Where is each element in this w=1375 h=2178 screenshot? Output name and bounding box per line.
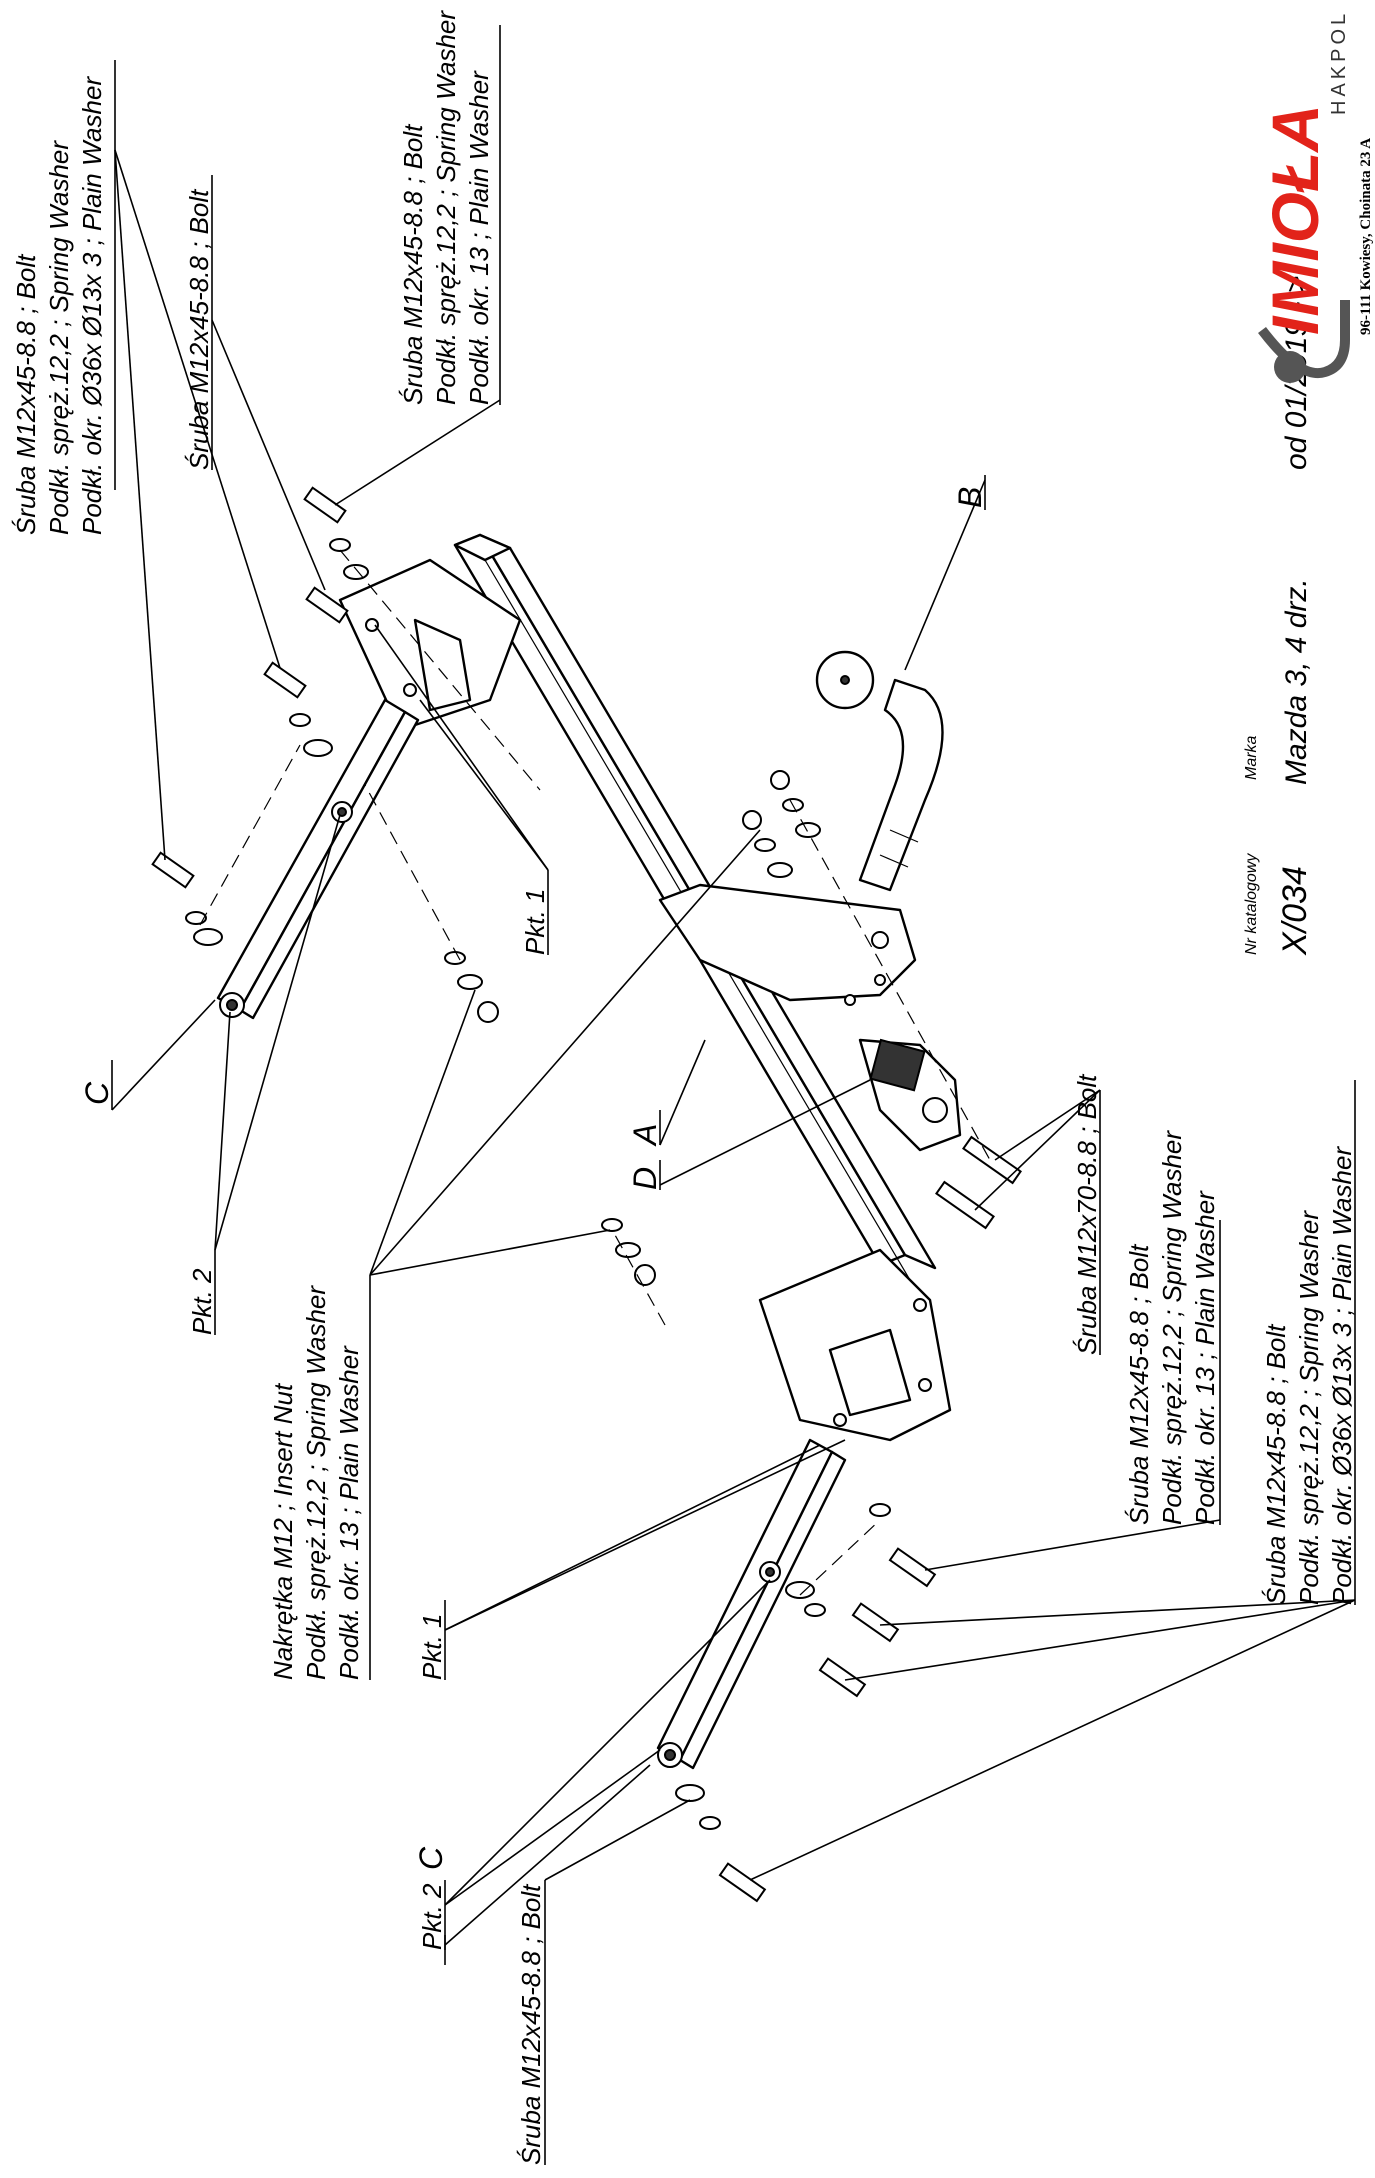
callout-line: Podkł. okr. Ø36x Ø13x 3 ; Plain Washer: [1327, 1146, 1357, 1605]
fastener-stack-insert-nuts: [444, 951, 656, 1286]
callout-bolt-m12x70: Śruba M12x70-8.8 ; Bolt: [1072, 1073, 1102, 1355]
towbar-drawing: [151, 486, 1022, 1903]
callout-line: Śruba M12x70-8.8 ; Bolt: [1072, 1073, 1102, 1355]
bracket-bottom: [758, 1248, 952, 1442]
callout-bolt-sw-pw36-bottom: Śruba M12x45-8.8 ; Bolt Podkł. spręż.12,…: [1261, 1146, 1357, 1605]
ball-mount-plate: [658, 883, 917, 1006]
callout-line: Śruba M12x45-8.8 ; Bolt: [516, 1883, 546, 2165]
part-letter-d: D: [627, 1167, 663, 1190]
callout-bolt-sw-pw13-top-right: Śruba M12x45-8.8 ; Bolt Podkł. spręż.12,…: [398, 10, 494, 405]
callout-labels: Śruba M12x45-8.8 ; Bolt Podkł. spręż.12,…: [11, 10, 1357, 2165]
callout-bolt-sw-pw13-bottom: Śruba M12x45-8.8 ; Bolt Podkł. spręż.12,…: [1124, 1130, 1220, 1525]
callout-line: Podkł. okr. 13 ; Plain Washer: [334, 1345, 364, 1680]
callout-bolt-only-top: Śruba M12x45-8.8 ; Bolt: [184, 188, 214, 470]
catalog-number: X/034: [1276, 866, 1314, 956]
callout-bolt-sw-pw36-top: Śruba M12x45-8.8 ; Bolt Podkł. spręż.12,…: [11, 76, 107, 535]
callout-line: Śruba M12x45-8.8 ; Bolt: [11, 253, 41, 535]
logo-wordmark: IMIOŁA: [1258, 104, 1332, 335]
callout-bolt-only-bottom: Śruba M12x45-8.8 ; Bolt: [516, 1883, 546, 2165]
bracket-top: [338, 558, 522, 732]
catalog-number-caption: Nr katalogowy: [1243, 853, 1260, 955]
callout-line: Śruba M12x45-8.8 ; Bolt: [1124, 1243, 1154, 1525]
callout-line: Podkł. spręż.12,2 ; Spring Washer: [1294, 1210, 1324, 1605]
fastener-stack-m12x70: [935, 1135, 1022, 1230]
callout-line: Nakrętka M12 ; Insert Nut: [268, 1382, 298, 1680]
brand-caption: Marka: [1243, 735, 1260, 780]
assembly-axes: [199, 549, 991, 1596]
callout-line: Podkł. spręż.12,2 ; Spring Washer: [431, 10, 461, 405]
pkt1-bottom-label: Pkt. 1: [417, 1614, 447, 1680]
pkt1-top-label: Pkt. 1: [520, 889, 550, 955]
part-letter-labels: C C A D B: [79, 487, 988, 1870]
side-arm-top: [216, 698, 420, 1020]
part-letter-c-top: C: [79, 1081, 115, 1105]
imiola-hakpol-logo: IMIOŁA HAKPOL 96-111 Kowiesy, Choinata 2…: [1258, 10, 1374, 383]
callout-line: Podkł. spręż.12,2 ; Spring Washer: [44, 140, 74, 535]
side-arm-bottom: [656, 1438, 847, 1770]
vehicle-model: Mazda 3, 4 drz.: [1280, 578, 1313, 785]
part-letter-a: A: [627, 1124, 663, 1147]
callout-line: Podkł. spręż.12,2 ; Spring Washer: [301, 1285, 331, 1680]
fastener-stack-top-left: [151, 851, 223, 946]
fastener-stack-bottom: [675, 1503, 937, 1903]
point-labels: Pkt. 2 Pkt. 1 Pkt. 1 Pkt. 2: [187, 889, 550, 1950]
pkt2-top-label: Pkt. 2: [187, 1268, 217, 1335]
leader-lines: [111, 25, 1356, 2165]
callout-line: Śruba M12x45-8.8 ; Bolt: [1261, 1323, 1291, 1605]
callout-line: Podkł. okr. Ø36x Ø13x 3 ; Plain Washer: [77, 76, 107, 535]
title-block: Nr katalogowy X/034 Marka Mazda 3, 4 drz…: [1243, 10, 1374, 956]
tow-ball-part-b: [815, 650, 944, 892]
company-address: 96-111 Kowiesy, Choinata 23 A: [1358, 138, 1374, 335]
callout-insert-nut: Nakrętka M12 ; Insert Nut Podkł. spręż.1…: [268, 1285, 364, 1680]
logo-subtitle: HAKPOL: [1328, 10, 1350, 115]
callout-line: Podkł. okr. 13 ; Plain Washer: [1190, 1190, 1220, 1525]
callout-line: Podkł. okr. 13 ; Plain Washer: [464, 70, 494, 405]
part-letter-b: B: [952, 487, 988, 508]
pkt2-bottom-label: Pkt. 2: [417, 1883, 447, 1950]
fastener-stack-top-mid: [263, 661, 333, 757]
socket-plate-part-d: [858, 1038, 962, 1152]
fastener-stack-plate: [742, 770, 821, 878]
callout-line: Śruba M12x45-8.8 ; Bolt: [184, 188, 214, 470]
callout-line: Podkł. spręż.12,2 ; Spring Washer: [1157, 1130, 1187, 1525]
part-letter-c-bottom: C: [413, 1846, 449, 1870]
callout-line: Śruba M12x45-8.8 ; Bolt: [398, 123, 428, 405]
fastener-stack-top-right: [303, 486, 369, 624]
